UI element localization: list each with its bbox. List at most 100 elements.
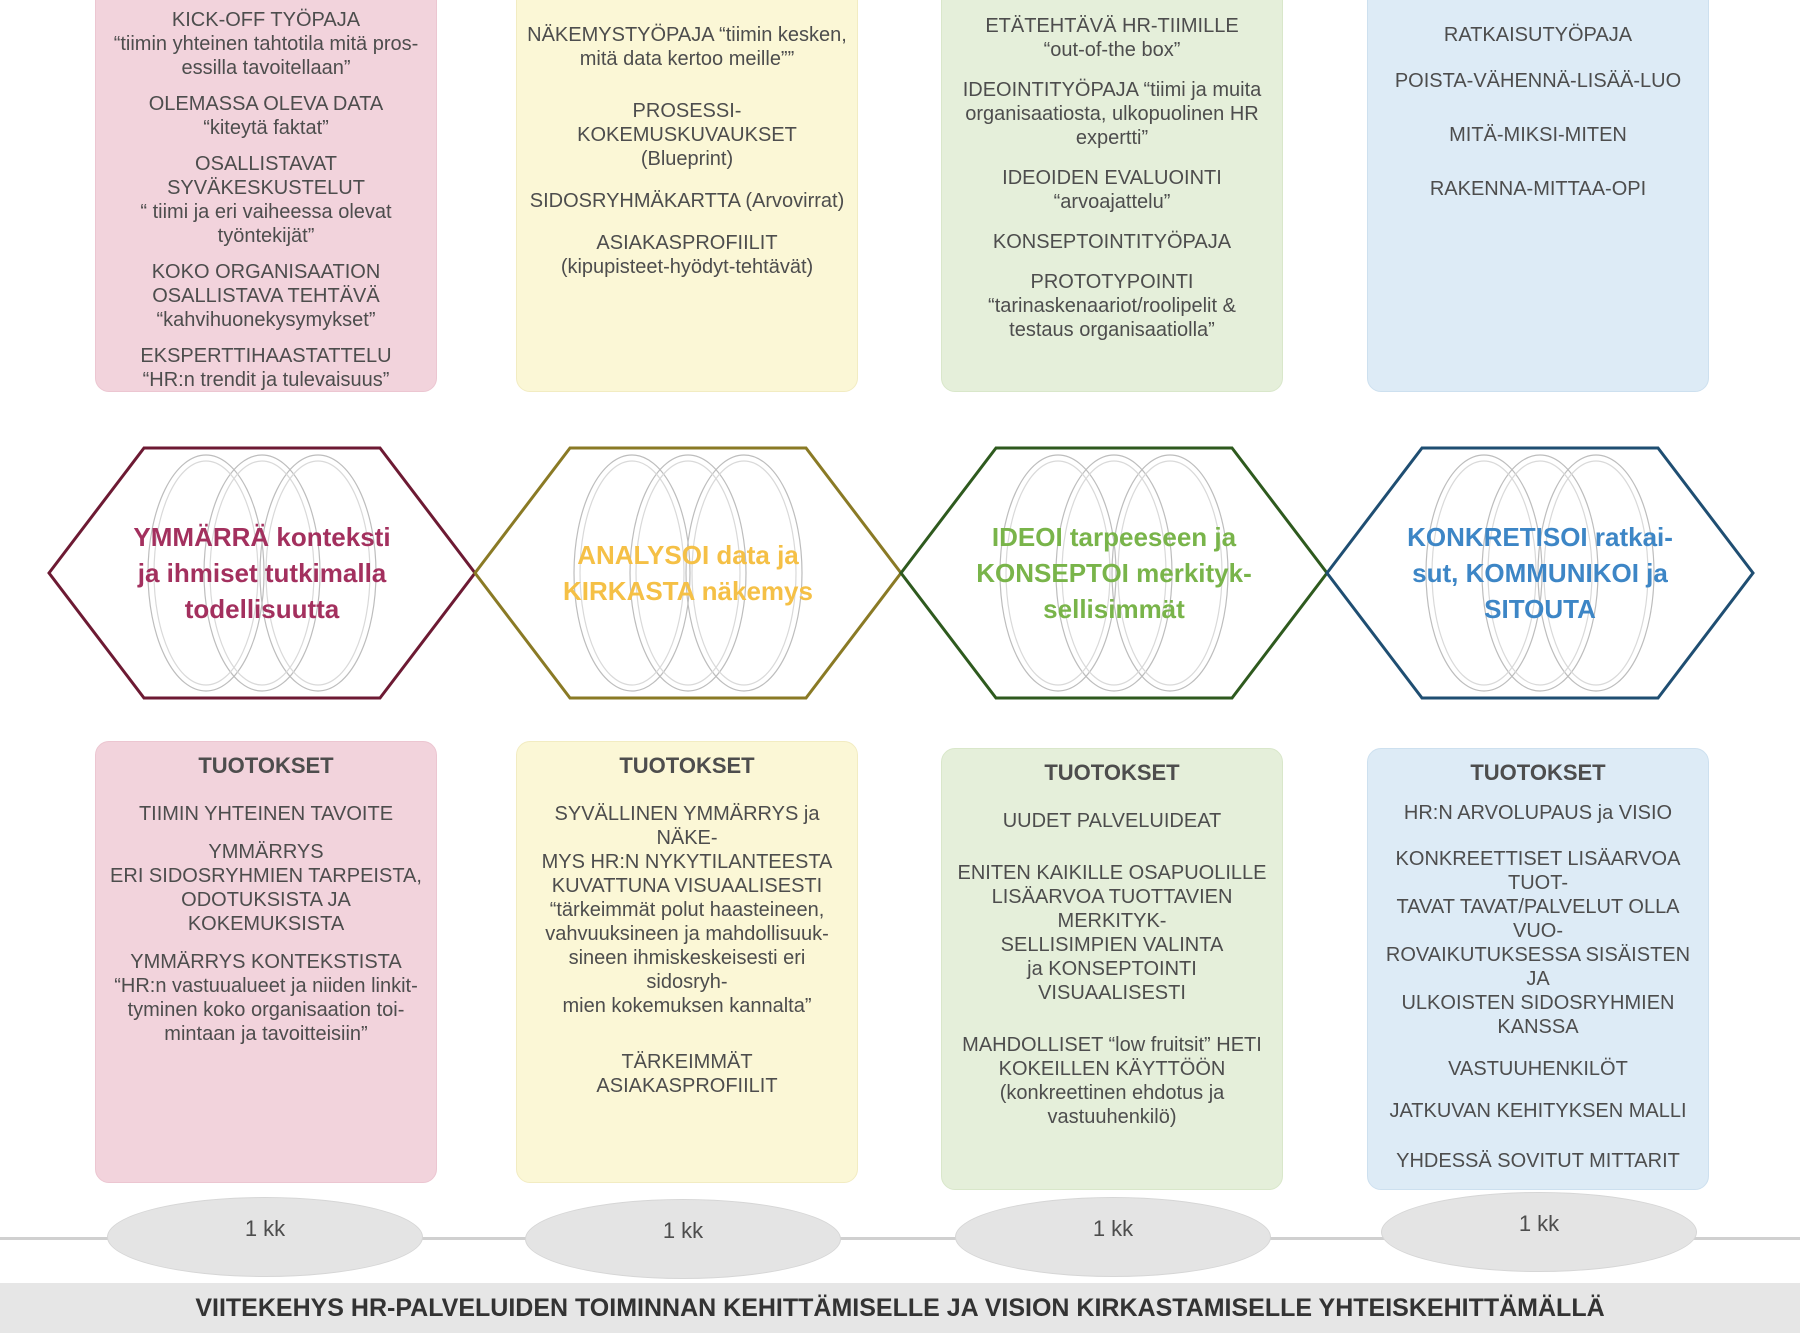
footer-title-bar: VIITEKEHYS HR-PALVELUIDEN TOIMINNAN KEHI… — [0, 1283, 1800, 1333]
output-item: VASTUUHENKILÖT — [1378, 1057, 1698, 1081]
decorative-ellipses — [147, 454, 377, 692]
output-line: MAHDOLLISET “low fruitsit” HETI — [962, 1034, 1262, 1056]
activity-item: OLEMASSA OLEVA DATA “kiteytä faktat” — [106, 92, 426, 140]
footer-title: VIITEKEHYS HR-PALVELUIDEN TOIMINNAN KEHI… — [195, 1293, 1605, 1322]
output-line: KOKEILLEN KÄYTTÖÖN — [998, 1058, 1226, 1080]
output-line: ODOTUKSISTA JA KOKEMUKSISTA — [181, 889, 351, 935]
outputs-box-1: TUOTOKSET TIIMIN YHTEINEN TAVOITE YMMÄRR… — [95, 741, 437, 1183]
hexagon-shape — [1325, 446, 1755, 700]
activity-item: IDEOIDEN EVALUOINTI “arvoajattelu” — [952, 166, 1272, 214]
output-line: HR:N ARVOLUPAUS ja VISIO — [1403, 802, 1673, 824]
activity-line: OSALLISTAVA TEHTÄVÄ — [152, 285, 380, 307]
activity-item: OSALLISTAVAT SYVÄKESKUSTELUT “ tiimi ja … — [106, 152, 426, 248]
activities-box-3: ETÄTEHTÄVÄ HR-TIIMILLE “out-of-the box” … — [941, 0, 1283, 392]
duration-badge-4: 1 kk — [1381, 1192, 1697, 1272]
output-line: ROVAIKUTUKSESSA SISÄISTEN JA — [1385, 944, 1691, 990]
timeline-line — [0, 1237, 1800, 1240]
activity-line: KONSEPTOINTITYÖPAJA — [992, 231, 1232, 253]
hexagon-shape — [899, 446, 1329, 700]
activity-line: SIDOSRYHMÄKARTTA (Arvovirrat) — [529, 190, 845, 212]
phase-hexagon-3: IDEOI tarpeeseen ja KONSEPTOI merkityk- … — [898, 443, 1330, 703]
output-item: HR:N ARVOLUPAUS ja VISIO — [1378, 801, 1698, 825]
phase-title-line: KONKRETISOI ratkai- — [1407, 522, 1673, 552]
activity-line: ETÄTEHTÄVÄ HR-TIIMILLE — [985, 15, 1239, 37]
duration-badge-1: 1 kk — [107, 1197, 423, 1277]
output-line: mintaan ja tavoitteisiin” — [164, 1023, 368, 1045]
output-item: TÄRKEIMMÄT ASIAKASPROFIILIT — [527, 1050, 847, 1098]
phase-title-line: todellisuutta — [184, 594, 340, 624]
activity-item: ETÄTEHTÄVÄ HR-TIIMILLE “out-of-the box” — [952, 14, 1272, 62]
activity-line: KOKO ORGANISAATION — [151, 261, 381, 283]
output-line: UUDET PALVELUIDEAT — [1002, 810, 1222, 832]
activities-box-2: NÄKEMYSTYÖPAJA “tiimin kesken, mitä data… — [516, 0, 858, 392]
duration-label: 1 kk — [1092, 1216, 1134, 1241]
phase-title: IDEOI tarpeeseen ja KONSEPTOI merkityk- … — [968, 443, 1260, 703]
activity-line: testaus organisaatiolla” — [1009, 319, 1215, 341]
activity-line: “tiimin yhteinen tahtotila mitä pros- — [113, 33, 419, 55]
activity-line: “HR:n trendit ja tulevaisuus” — [142, 369, 390, 391]
output-line: MYS HR:N NYKYTILANTEESTA — [541, 851, 833, 873]
output-line: vastuuhenkilö) — [1047, 1106, 1177, 1128]
phase-title-line: KIRKASTA näkemys — [563, 576, 813, 606]
outputs-box-3: TUOTOKSET UUDET PALVELUIDEAT ENITEN KAIK… — [941, 748, 1283, 1190]
activity-line: mitä data kertoo meille”” — [579, 48, 795, 70]
activity-item: EKSPERTTIHAASTATTELU “HR:n trendit ja tu… — [106, 344, 426, 392]
output-line: sineen ihmiskeskeisesti eri sidosryh- — [568, 947, 806, 993]
activity-item: NÄKEMYSTYÖPAJA “tiimin kesken, mitä data… — [527, 23, 847, 71]
activity-line: EKSPERTTIHAASTATTELU — [140, 345, 392, 367]
activity-item: IDEOINTITYÖPAJA “tiimi ja muita organisa… — [952, 78, 1272, 150]
phase-title: YMMÄRRÄ konteksti ja ihmiset tutkimalla … — [116, 443, 408, 703]
output-line: tyminen koko organisaation toi- — [127, 999, 405, 1021]
outputs-title: TUOTOKSET — [198, 753, 334, 778]
activity-item: PROTOTYPOINTI “tarinaskenaariot/roolipel… — [952, 270, 1272, 342]
activity-line: POISTA-VÄHENNÄ-LISÄÄ-LUO — [1394, 70, 1682, 92]
outputs-box-2: TUOTOKSET SYVÄLLINEN YMMÄRRYS ja NÄKE- M… — [516, 741, 858, 1183]
phase-hexagon-4: KONKRETISOI ratkai- sut, KOMMUNIKOI ja S… — [1324, 443, 1756, 703]
output-item: YMMÄRRYS ERI SIDOSRYHMIEN TARPEISTA, ODO… — [106, 840, 426, 936]
output-line: ERI SIDOSRYHMIEN TARPEISTA, — [110, 865, 422, 887]
output-line: YHDESSÄ SOVITUT MITTARIT — [1396, 1150, 1680, 1172]
activities-box-1: KICK-OFF TYÖPAJA “tiimin yhteinen tahtot… — [95, 0, 437, 392]
output-line: “tärkeimmät polut haasteineen, — [549, 899, 825, 921]
output-line: ASIAKASPROFIILIT — [596, 1075, 778, 1097]
phase-title-line: IDEOI tarpeeseen ja — [991, 522, 1237, 552]
phase-title-line: ANALYSOI data ja — [577, 540, 799, 570]
output-line: SELLISIMPIEN VALINTA — [1000, 934, 1224, 956]
activity-item: ASIAKASPROFIILIT (kipupisteet-hyödyt-teh… — [527, 231, 847, 279]
activity-line: ASIAKASPROFIILIT — [596, 232, 778, 254]
activity-line: essilla tavoitellaan” — [181, 57, 351, 79]
activity-line: MITÄ-MIKSI-MITEN — [1449, 124, 1627, 146]
duration-label: 1 kk — [662, 1218, 704, 1243]
output-line: TIIMIN YHTEINEN TAVOITE — [138, 803, 394, 825]
activity-line: PROSESSI-KOKEMUSKUVAUKSET — [577, 100, 797, 146]
activity-line: RAKENNA-MITTAA-OPI — [1429, 178, 1647, 200]
output-line: ja KONSEPTOINTI VISUAALISESTI — [1027, 958, 1197, 1004]
activity-line: “tarinaskenaariot/roolipelit & — [988, 295, 1236, 317]
decorative-ellipses — [999, 454, 1229, 692]
activity-item: MITÄ-MIKSI-MITEN — [1378, 123, 1698, 147]
output-item: KONKREETTISET LISÄARVOA TUOT- TAVAT TAVA… — [1378, 847, 1698, 1039]
output-line: LISÄARVOA TUOTTAVIEN MERKITYK- — [991, 886, 1233, 932]
phase-hexagon-2: ANALYSOI data ja KIRKASTA näkemys — [472, 443, 904, 703]
activity-item: SIDOSRYHMÄKARTTA (Arvovirrat) — [527, 189, 847, 213]
hexagon-outline — [1325, 446, 1755, 700]
output-line: mien kokemuksen kannalta” — [562, 995, 812, 1017]
output-item: TIIMIN YHTEINEN TAVOITE — [106, 802, 426, 826]
activity-item: RAKENNA-MITTAA-OPI — [1378, 177, 1698, 201]
phase-title-line: KONSEPTOI merkityk- — [976, 558, 1252, 588]
output-line: YMMÄRRYS — [208, 841, 324, 863]
activity-line: IDEOIDEN EVALUOINTI — [1002, 167, 1222, 189]
phase-hexagon-1: YMMÄRRÄ konteksti ja ihmiset tutkimalla … — [46, 443, 478, 703]
outputs-title: TUOTOKSET — [619, 753, 755, 778]
activity-line: (kipupisteet-hyödyt-tehtävät) — [560, 256, 814, 278]
duration-label: 1 kk — [244, 1216, 286, 1241]
activity-line: OLEMASSA OLEVA DATA — [148, 93, 384, 115]
phase-title-line: sellisimmät — [1043, 594, 1185, 624]
activity-item: KICK-OFF TYÖPAJA “tiimin yhteinen tahtot… — [106, 8, 426, 80]
output-line: vahvuuksineen ja mahdollisuuk- — [545, 923, 829, 945]
output-line: VASTUUHENKILÖT — [1448, 1058, 1628, 1080]
output-line: KUVATTUNA VISUAALISESTI — [551, 875, 823, 897]
activity-line: (Blueprint) — [640, 148, 734, 170]
output-item: MAHDOLLISET “low fruitsit” HETI KOKEILLE… — [952, 1033, 1272, 1129]
decorative-ellipses — [573, 454, 803, 692]
